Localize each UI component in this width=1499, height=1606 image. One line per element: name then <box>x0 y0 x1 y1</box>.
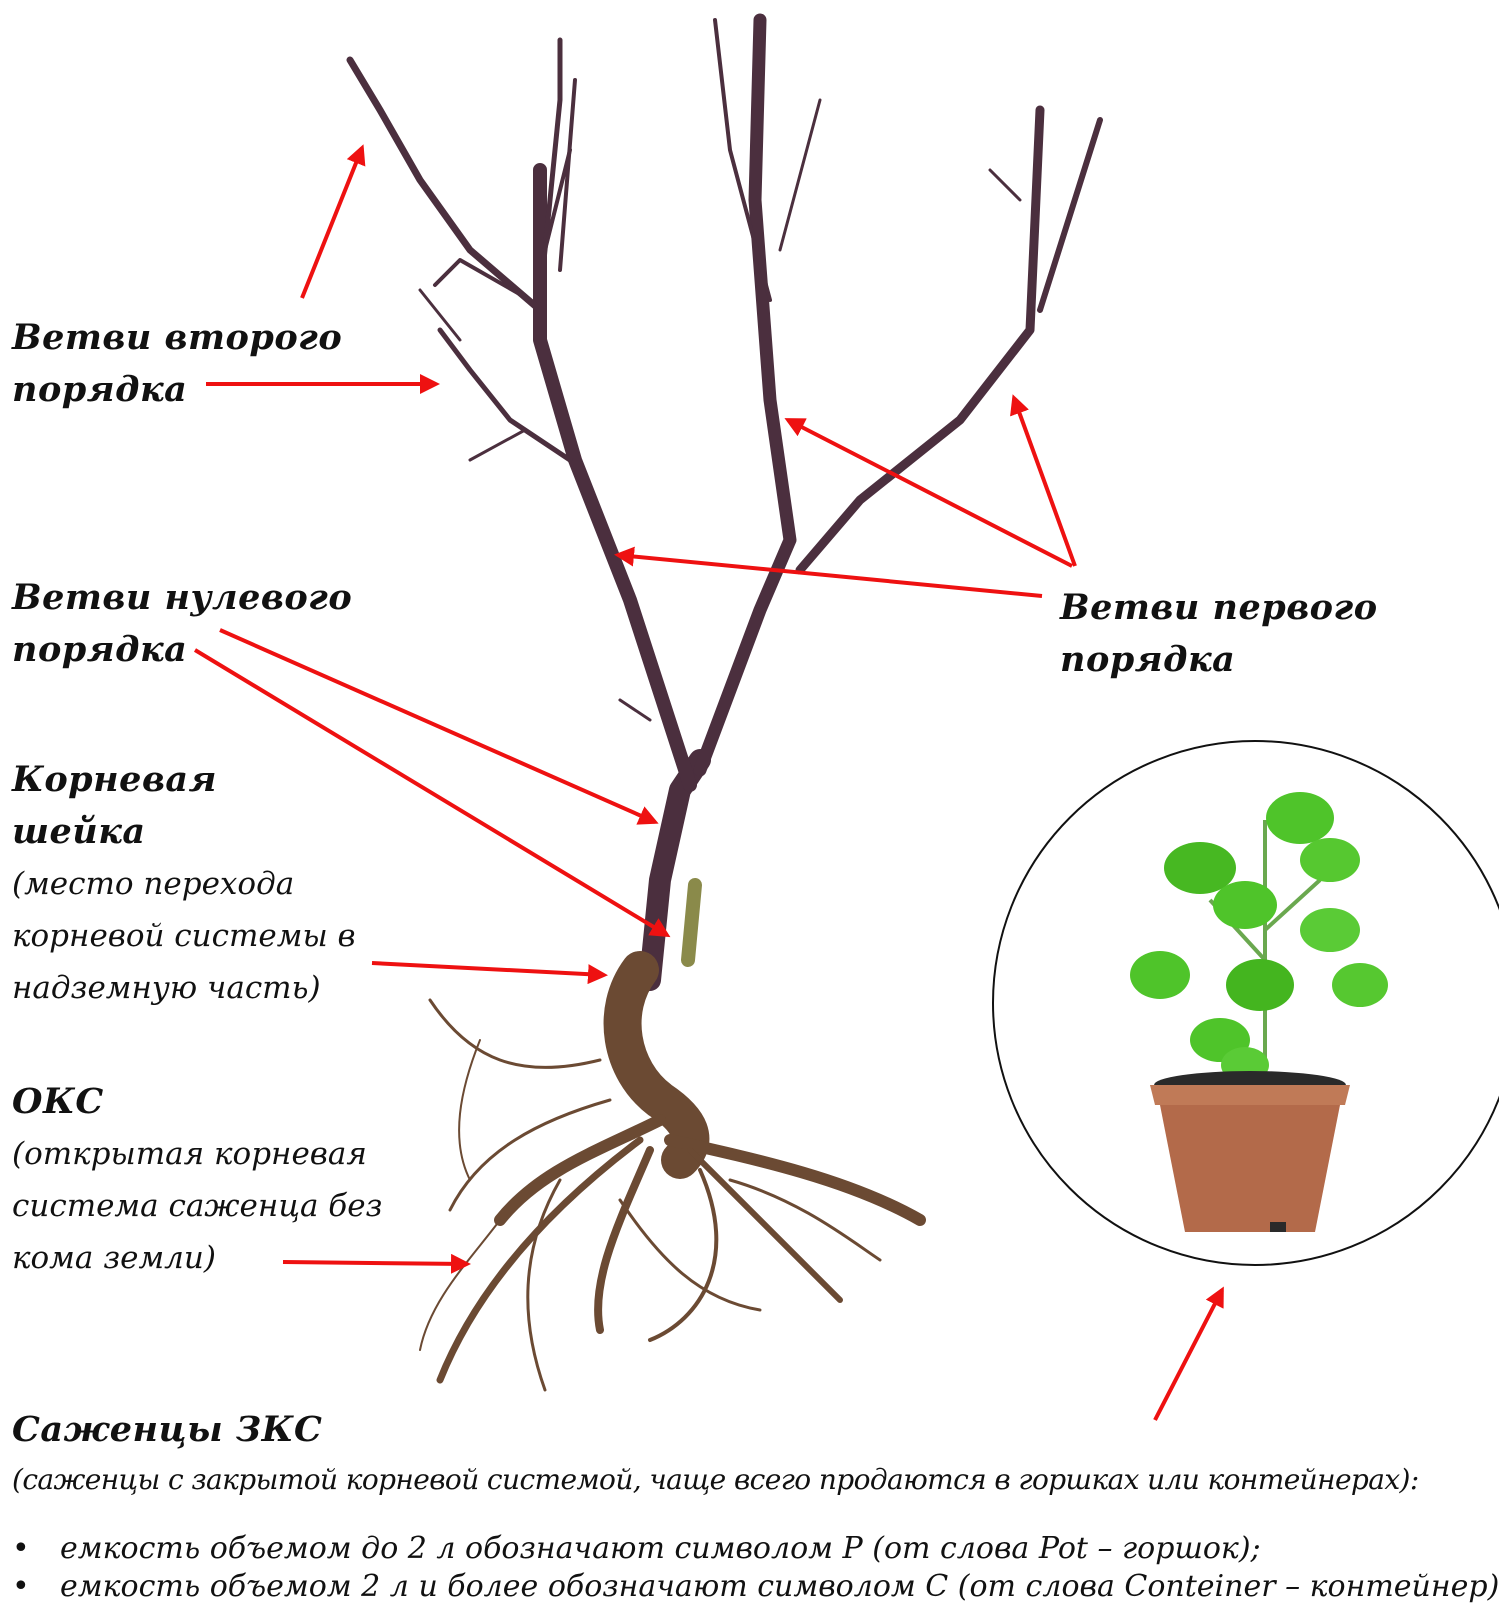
bullet-container: емкость объемом 2 л и более обозначают с… <box>12 1568 1499 1606</box>
label-oks-title: ОКС <box>12 1076 382 1128</box>
potted-seedling-circle <box>993 741 1499 1265</box>
label-root-collar: Корневая шейка (место перехода корневой … <box>12 754 356 1014</box>
graft-stub <box>688 885 695 960</box>
label-zks-desc: (саженцы с закрытой корневой системой, ч… <box>12 1456 1419 1504</box>
arrow-second-order-upper <box>302 148 362 298</box>
arrow-root-collar <box>372 963 604 975</box>
label-zero-order: Ветви нулевого порядка <box>12 572 352 676</box>
root-system <box>420 970 920 1390</box>
arrow-zks <box>1155 1290 1222 1420</box>
label-second-order-line2: порядка <box>12 364 342 416</box>
label-first-order: Ветви первого порядка <box>1060 582 1378 686</box>
label-second-order-line1: Ветви второго <box>12 312 342 364</box>
label-zks: Саженцы ЗКС (саженцы с закрытой корневой… <box>12 1404 1419 1504</box>
label-oks-desc2: система саженца без <box>12 1180 382 1232</box>
label-oks-desc3: кома земли) <box>12 1232 382 1284</box>
label-oks: ОКС (открытая корневая система саженца б… <box>12 1076 382 1284</box>
bullet-pot: емкость объемом до 2 л обозначают символ… <box>12 1530 1499 1568</box>
label-root-collar-desc3: надземную часть) <box>12 962 356 1014</box>
label-zero-order-line1: Ветви нулевого <box>12 572 352 624</box>
label-zero-order-line2: порядка <box>12 624 352 676</box>
label-second-order: Ветви второго порядка <box>12 312 342 416</box>
label-first-order-line2: порядка <box>1060 634 1378 686</box>
container-symbol-list: емкость объемом до 2 л обозначают символ… <box>12 1530 1499 1606</box>
label-root-collar-line1: Корневая <box>12 754 356 806</box>
label-root-collar-line2: шейка <box>12 806 356 858</box>
arrow-first-order-left <box>618 555 1042 596</box>
tree-seedling <box>350 20 1100 980</box>
label-first-order-line1: Ветви первого <box>1060 582 1378 634</box>
label-root-collar-desc2: корневой системы в <box>12 910 356 962</box>
label-oks-desc1: (открытая корневая <box>12 1128 382 1180</box>
label-root-collar-desc1: (место перехода <box>12 858 356 910</box>
label-zks-title: Саженцы ЗКС <box>12 1404 1419 1456</box>
